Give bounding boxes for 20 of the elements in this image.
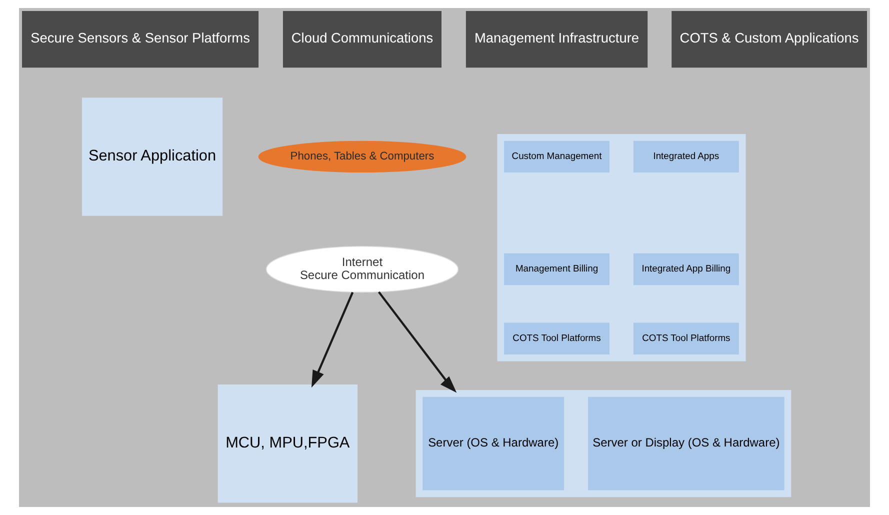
cluster — [497, 134, 746, 362]
node-box: Management Infrastructure — [466, 11, 648, 68]
node-box: Secure Sensors & Sensor Platforms — [22, 11, 259, 68]
node-box: Integrated App Billing — [633, 253, 739, 286]
node-box: Server or Display (OS & Hardware) — [588, 396, 784, 490]
node-box: Cloud Communications — [282, 11, 442, 68]
node-box: MCU, MPU,FPGA — [218, 384, 358, 503]
node-box: COTS Tool Platforms — [633, 322, 739, 354]
node-box: COTS & Custom Applications — [672, 11, 867, 68]
node-box: Server (OS & Hardware) — [422, 396, 564, 490]
node-box: COTS Tool Platforms — [504, 322, 610, 354]
cluster — [416, 390, 792, 498]
node-ellipse: Phones, Tables & Computers — [258, 140, 466, 173]
node-box: Custom Management — [504, 140, 610, 173]
arrow — [378, 291, 457, 393]
node-box: Management Billing — [504, 253, 610, 286]
arrow — [311, 292, 354, 388]
node-box: Sensor Application — [82, 98, 223, 216]
node-box: Integrated Apps — [633, 140, 739, 173]
node-ellipse: Internet Secure Communication — [266, 246, 459, 293]
